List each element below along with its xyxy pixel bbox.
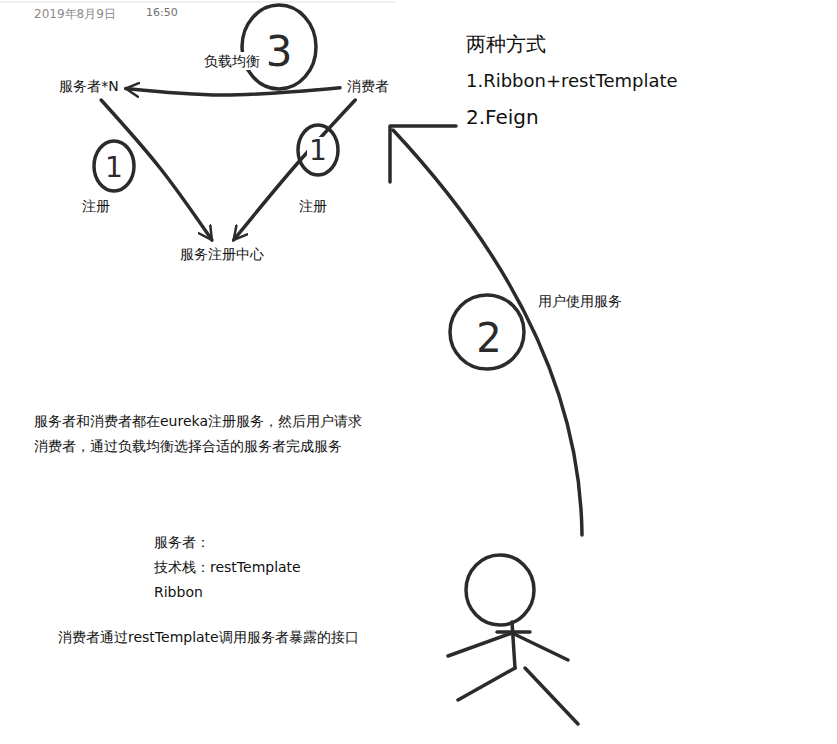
- connector-arrow: [126, 88, 340, 95]
- callout-circle: [94, 141, 134, 191]
- callout-number: 1: [103, 154, 125, 182]
- callout-circle: [298, 125, 338, 175]
- note-line: 服务者：: [154, 533, 210, 551]
- callout-circle: [242, 5, 316, 89]
- note-paragraph: 服务者和消费者都在eureka注册服务，然后用户请求消费者，通过负载均衡选择合适…: [34, 409, 372, 459]
- callout-number: 2: [474, 318, 503, 358]
- stick-figure: [448, 555, 578, 724]
- list-heading: 两种方式: [466, 31, 546, 57]
- note-line: 技术栈：restTemplate: [154, 558, 301, 576]
- callout-circle: [450, 295, 524, 369]
- service-node: 服务注册中心: [176, 243, 268, 265]
- service-node: 消费者: [343, 75, 393, 97]
- header-rule: [0, 2, 396, 3]
- time-stamp: 16:50: [146, 6, 178, 20]
- list-item: 1.Ribbon+restTemplate: [466, 69, 678, 92]
- edge-label: 注册: [297, 197, 329, 215]
- connector-arrow: [234, 100, 356, 240]
- edge-label: 负载均衡: [202, 52, 262, 70]
- service-node: 服务者*N: [55, 75, 122, 97]
- node-text: 消费者: [347, 77, 389, 95]
- note-line: 消费者通过restTemplate调用服务者暴露的接口: [58, 628, 359, 646]
- node-text: 服务者*N: [59, 77, 118, 95]
- edge-label: 注册: [80, 197, 112, 215]
- user-arrow: [393, 130, 582, 535]
- list-item: 2.Feign: [466, 104, 539, 130]
- date-stamp: 2019年8月9日: [34, 7, 116, 23]
- arrow-note: 用户使用服务: [538, 292, 622, 310]
- node-text: 服务注册中心: [180, 245, 264, 263]
- note-line: Ribbon: [154, 583, 203, 601]
- callout-number: 1: [307, 137, 329, 165]
- connector-arrow: [101, 100, 212, 240]
- callout-number: 3: [264, 31, 295, 73]
- user-arrow-head: [390, 126, 456, 182]
